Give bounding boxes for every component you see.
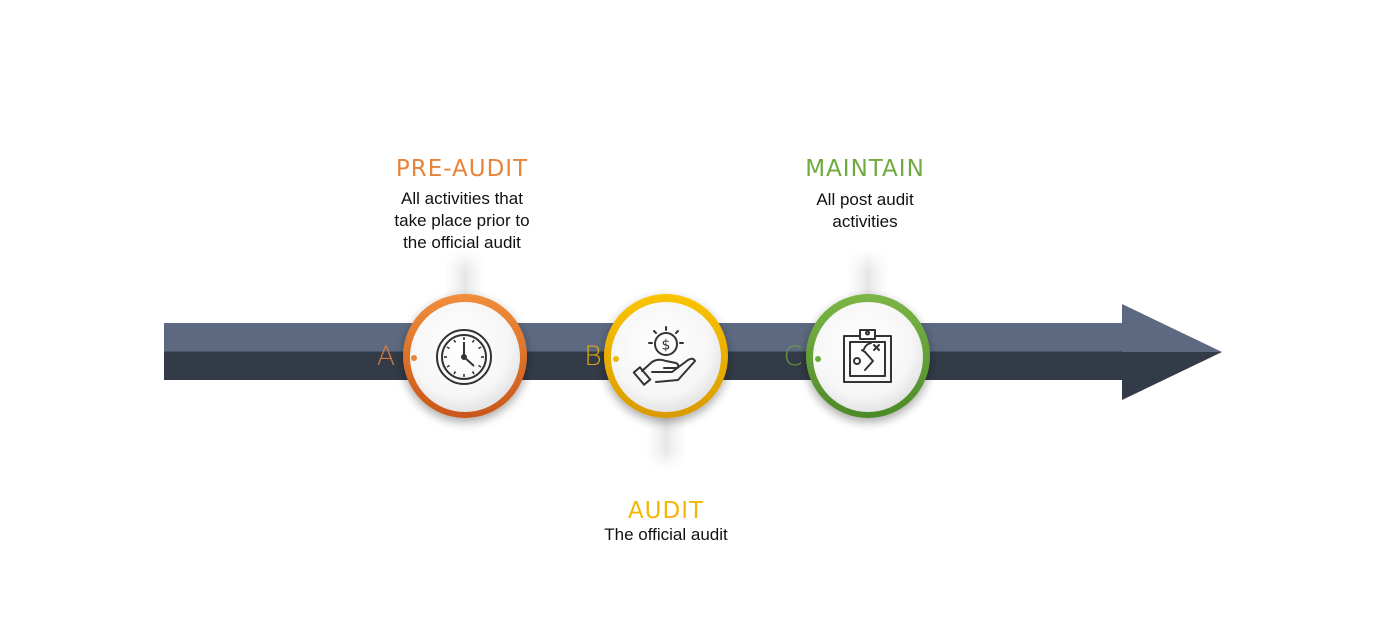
stage-c-description: All post audit activities: [755, 189, 975, 233]
svg-text:$: $: [662, 338, 671, 354]
stage-b-dot: [613, 356, 619, 362]
stage-a-description-line: the official audit: [403, 233, 521, 252]
stage-b-description-line: The official audit: [604, 525, 728, 544]
stage-a-description: All activities that take place prior to …: [352, 188, 572, 254]
stage-a-dot: [411, 355, 417, 361]
stage-b-letter: B: [584, 341, 602, 372]
stage-a-description-line: All activities that: [401, 189, 523, 208]
stem-b: [647, 410, 685, 470]
stage-c-disc: [813, 302, 923, 412]
stage-a-description-line: take place prior to: [394, 211, 530, 230]
stage-c-title: MAINTAIN: [805, 156, 925, 182]
stage-a-letter: A: [376, 341, 396, 372]
stage-b-title: AUDIT: [627, 498, 705, 524]
hand-coin-icon: $: [632, 326, 696, 386]
stage-c-letter: C: [783, 341, 803, 372]
clock-icon: [436, 329, 492, 385]
stage-c-dot: [815, 356, 821, 362]
stage-b-description: The official audit: [556, 524, 776, 546]
stage-a-title: PRE-AUDIT: [395, 156, 529, 182]
clipboard-strategy-icon: [843, 329, 892, 383]
stage-c-description-line: All post audit: [816, 190, 914, 209]
stage-b-disc: [611, 302, 721, 412]
stage-c-description-line: activities: [832, 212, 898, 231]
